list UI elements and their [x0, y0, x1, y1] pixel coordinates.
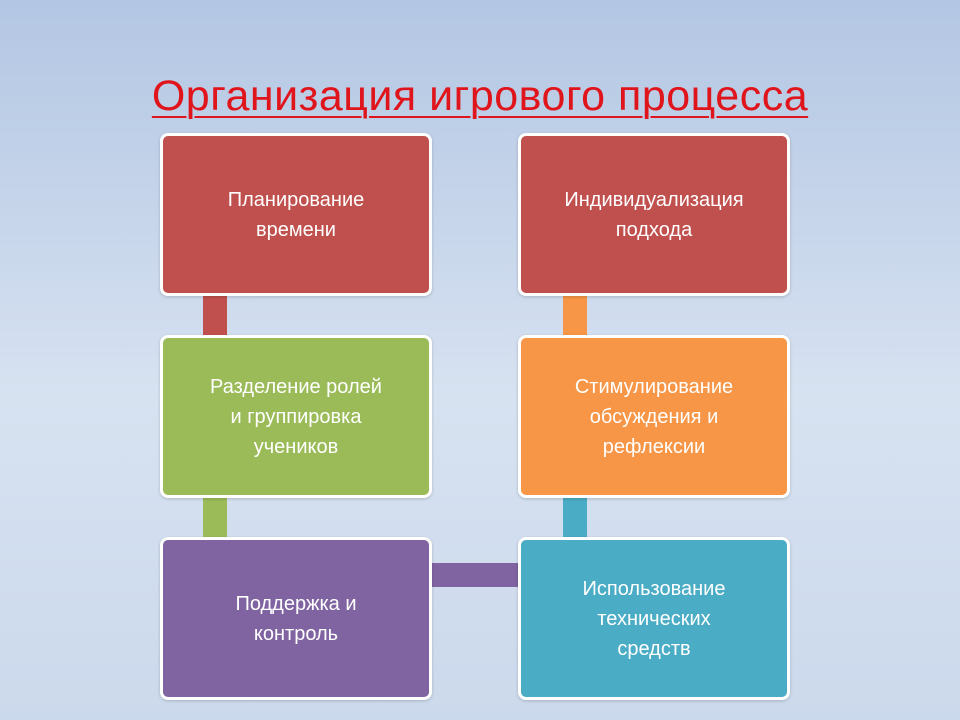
connector-roles-support: [203, 495, 227, 540]
box-stimulation-label: Стимулирование обсуждения и рефлексии: [574, 375, 734, 458]
connector-planning-roles: [203, 293, 227, 337]
box-stimulation: Стимулирование обсуждения и рефлексии: [518, 335, 790, 498]
connector-stimulation-tools: [563, 495, 587, 540]
box-roles-grouping-label: Разделение ролей и группировка учеников: [210, 375, 382, 458]
box-technical-tools: Использование технических средств: [518, 537, 790, 700]
box-planning-time-label: Планирование времени: [227, 188, 365, 241]
box-planning-time: Планирование времени: [160, 133, 432, 296]
box-individualization-label: Индивидуализация подхода: [564, 188, 744, 241]
box-support-control: Поддержка и контроль: [160, 537, 432, 700]
connector-individual-stimulation: [563, 293, 587, 337]
connector-support-tools: [430, 563, 522, 587]
box-roles-grouping: Разделение ролей и группировка учеников: [160, 335, 432, 498]
box-individualization: Индивидуализация подхода: [518, 133, 790, 296]
box-technical-tools-label: Использование технических средств: [582, 577, 726, 660]
slide-title: Организация игрового процесса: [151, 72, 809, 120]
box-support-control-label: Поддержка и контроль: [235, 592, 357, 645]
